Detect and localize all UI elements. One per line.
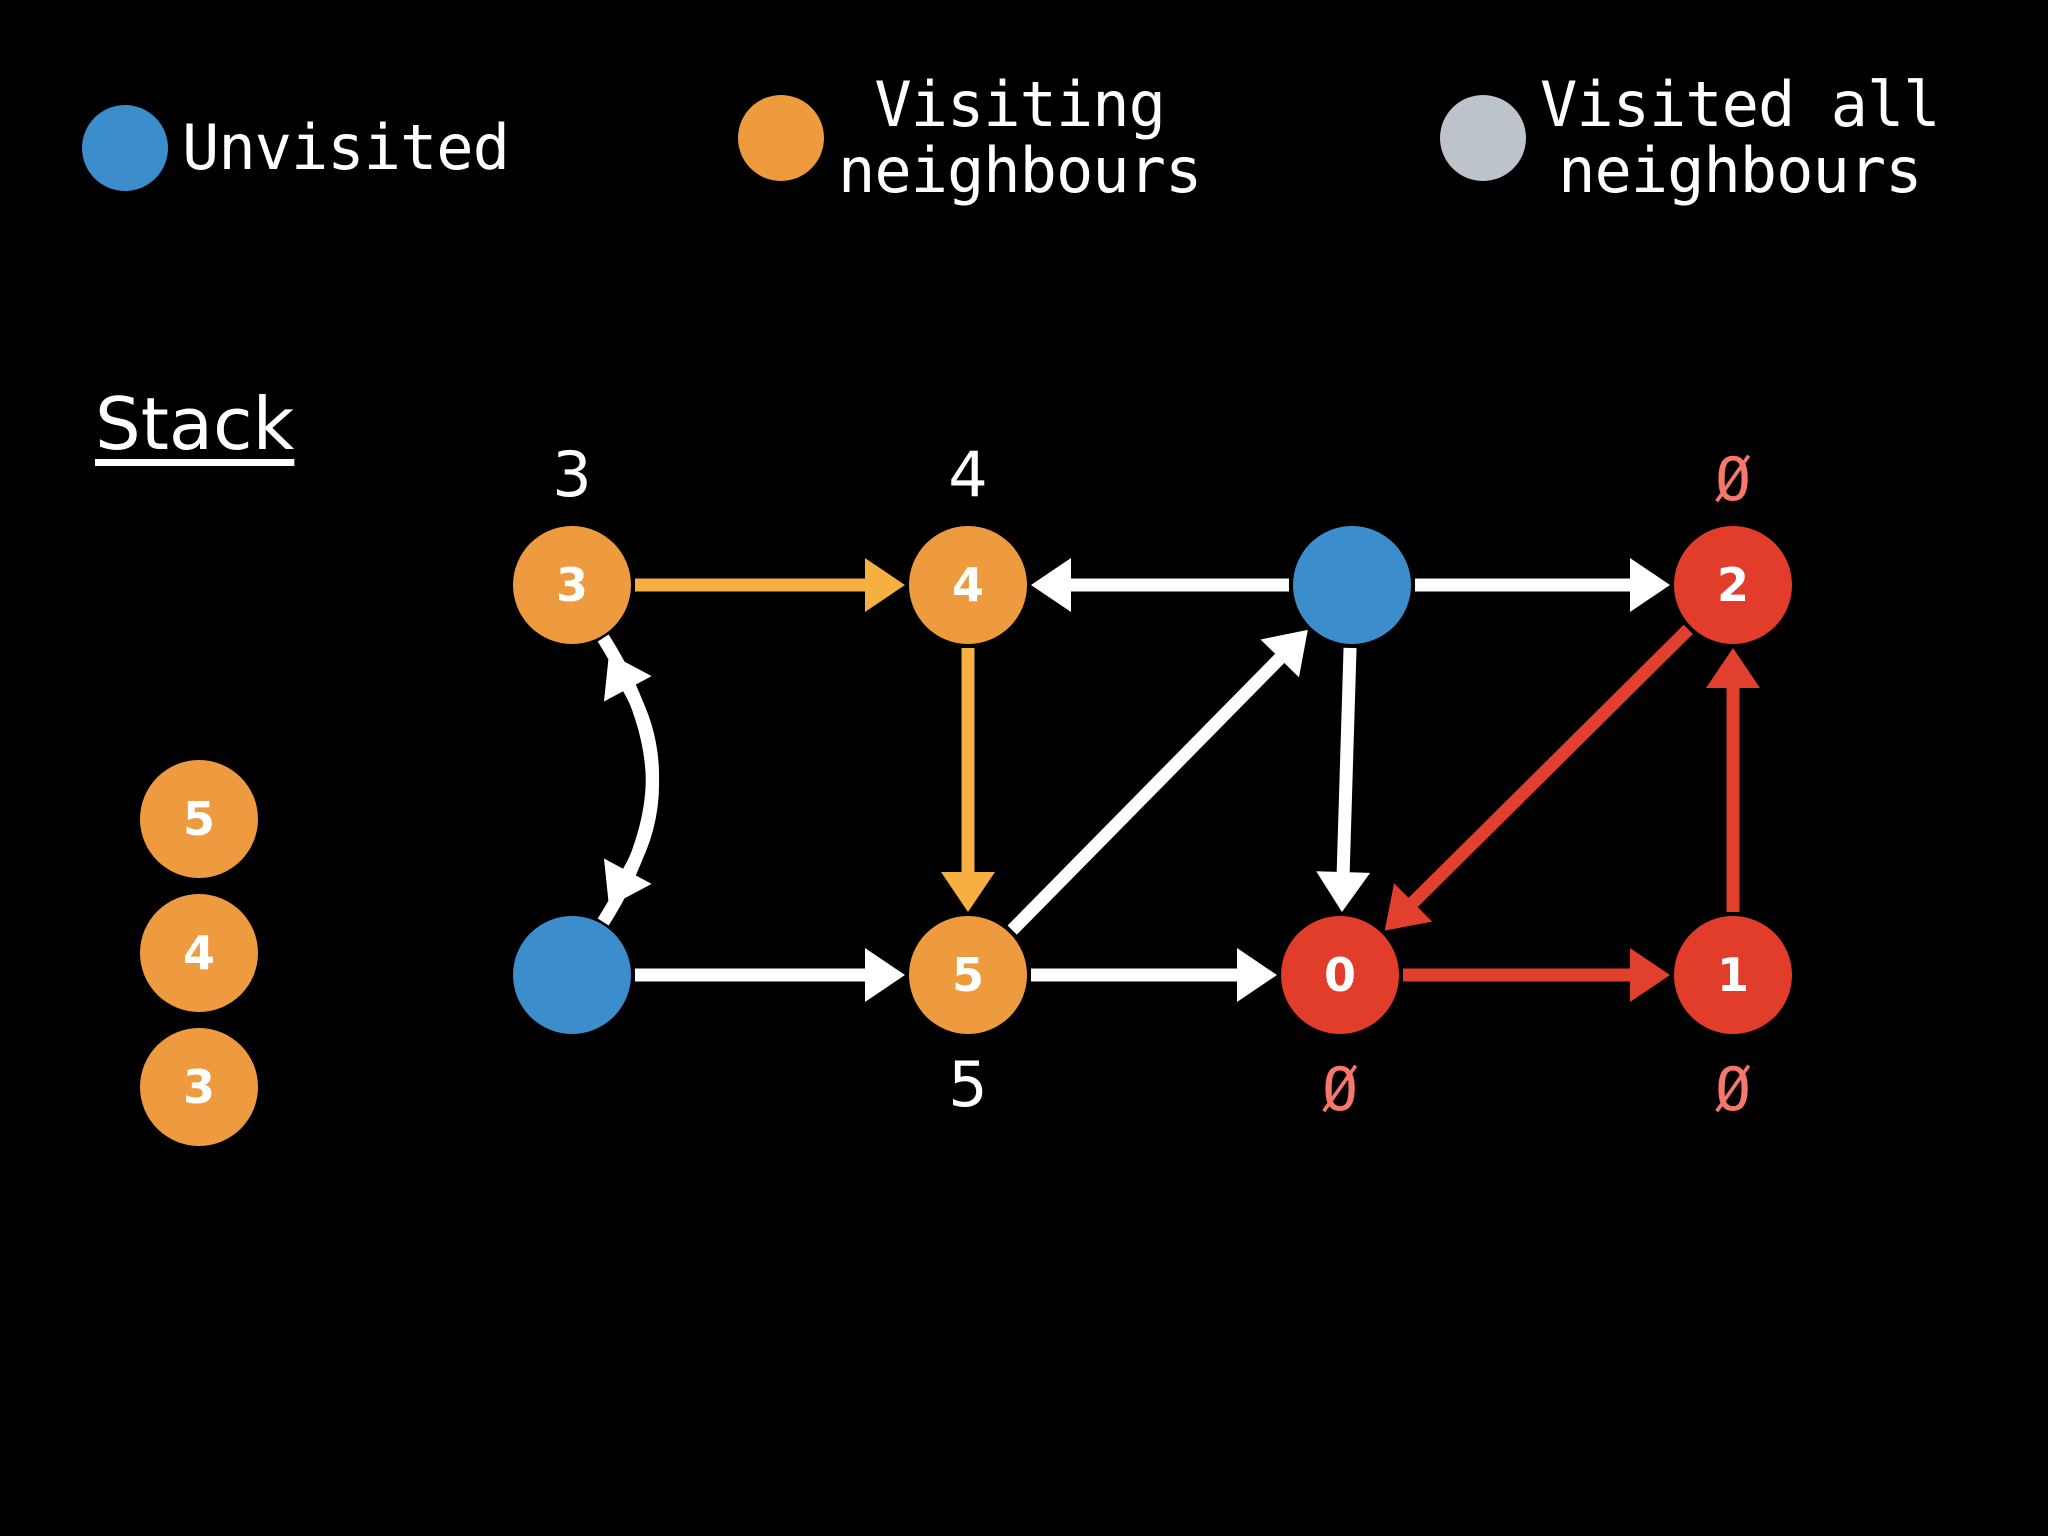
graph-edge [941, 648, 995, 912]
legend-label-visited-all: Visited all neighbours [1540, 68, 1941, 207]
graph-edge [1706, 648, 1760, 912]
graph-node-value: 5 [951, 948, 984, 1002]
graph-edge [1007, 629, 1308, 935]
graph-node-5: 5 [909, 916, 1027, 1034]
graph-node-outer-label: Ø [1714, 1055, 1752, 1125]
stack-node-value: 5 [182, 792, 215, 846]
graph-node-outer-label: 5 [948, 1048, 988, 1121]
graph-node-unvisited [1293, 526, 1411, 644]
graph-edge [597, 653, 659, 926]
legend-label-visiting: Visiting neighbours [838, 68, 1202, 207]
legend-dot-visited-all-icon [1440, 94, 1526, 181]
graph-edge [1384, 624, 1693, 931]
graph-edge [635, 948, 905, 1002]
stack-node-value: 3 [182, 1060, 215, 1114]
graph-node-value: 4 [951, 558, 984, 612]
graph-node-value: 2 [1716, 558, 1749, 612]
graph-node-outer-label: Ø [1321, 1055, 1359, 1125]
stack-items-list: 5 4 3 [140, 760, 258, 1146]
legend-item-visited-all: Visited all neighbours [1440, 68, 1941, 207]
stack-node: 3 [140, 1028, 258, 1146]
legend-item-unvisited: Unvisited [82, 105, 510, 191]
stack-title: Stack [95, 382, 295, 466]
graph-node-value: 1 [1716, 948, 1749, 1002]
graph-node-outer-label: 4 [948, 438, 988, 511]
stack-panel: Stack 5 4 3 [0, 340, 460, 1240]
graph-node-4: 4 [909, 526, 1027, 644]
graph-edge [1403, 948, 1670, 1002]
stack-node-value: 4 [182, 926, 215, 980]
graph-node-1: 1 [1674, 916, 1792, 1034]
graph-edge [1031, 558, 1289, 612]
graph-node-2: 2 [1674, 526, 1792, 644]
legend-dot-unvisited-icon [82, 105, 168, 191]
graph-edge [1031, 948, 1277, 1002]
graph-node-unvisited [513, 916, 631, 1034]
graph-node-0: 0 [1281, 916, 1399, 1034]
legend-label-unvisited: Unvisited [182, 111, 510, 185]
graph-edge [635, 558, 905, 612]
legend: Unvisited Visiting neighbours Visited al… [0, 0, 2048, 260]
graph-node-value: 0 [1323, 948, 1356, 1002]
graph-node-outer-label: Ø [1714, 445, 1752, 515]
graph-edge [1316, 647, 1371, 913]
legend-dot-visiting-icon [738, 94, 824, 181]
legend-item-visiting: Visiting neighbours [738, 68, 1202, 207]
stack-node: 5 [140, 760, 258, 878]
stack-node: 4 [140, 894, 258, 1012]
graph-node-value: 3 [555, 558, 588, 612]
graph-node-3: 3 [513, 526, 631, 644]
graph-node-outer-label: 3 [552, 438, 592, 511]
graph-edge [1415, 558, 1670, 612]
